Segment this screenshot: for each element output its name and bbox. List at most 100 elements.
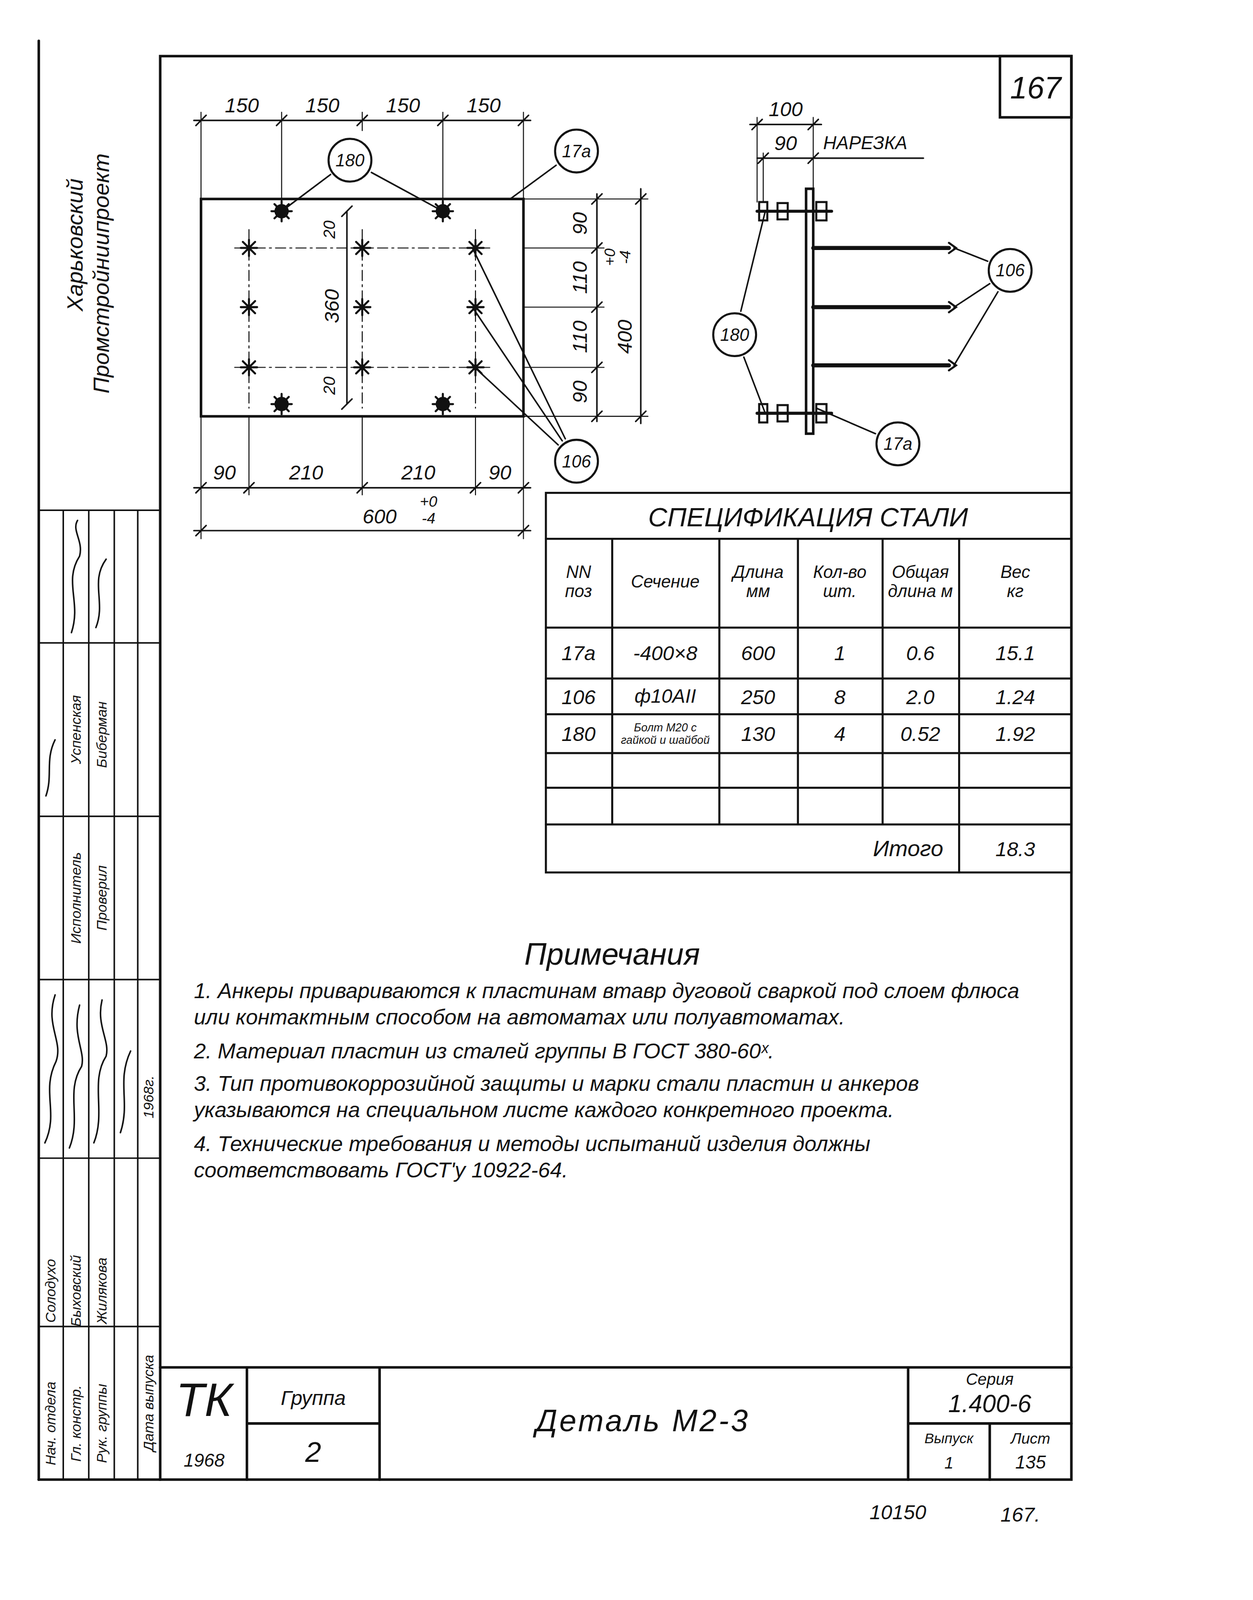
spec-table-grid (545, 492, 1072, 873)
side-view (749, 119, 821, 130)
callout-circle: 17а (875, 421, 921, 467)
spec-table-grid (545, 538, 1072, 873)
note-text: 3. Тип противокоррозийной защиты и марки… (194, 1069, 1052, 1124)
stamp-text: Проверил (93, 864, 110, 931)
title-block-text: 1968 (183, 1450, 225, 1471)
callout-number: 106 (561, 452, 592, 470)
dimension-text: 90 (488, 461, 512, 484)
leader-line (510, 165, 557, 199)
dimension-text: 210 (401, 461, 436, 484)
side-view (749, 117, 956, 434)
stamp-text: Рук. группы (93, 1383, 110, 1463)
plan-view (194, 482, 531, 493)
dimension-text: 150 (224, 93, 259, 117)
note-text: 4. Технические требования и методы испыт… (194, 1130, 1052, 1184)
dimension-text: +0 (601, 248, 619, 267)
leader-line (281, 165, 998, 445)
dimension-text: 400 (613, 319, 636, 354)
callout-number: 180 (720, 325, 750, 344)
anchor-bar (813, 248, 950, 366)
title-block-text: 1 (944, 1453, 954, 1472)
title-block-grid (160, 1366, 1072, 1480)
table-cell: 0.6 (906, 641, 935, 665)
table-cell: 600 (741, 641, 776, 665)
callout-number: 106 (995, 261, 1026, 280)
table-cell: 130 (741, 722, 776, 745)
dimension-text: 100 (768, 97, 803, 121)
title-block-text: Серия (965, 1370, 1014, 1389)
dimension-text: 20 (320, 376, 339, 395)
title-block-text: Выпуск (924, 1430, 974, 1447)
title-block-text: Группа (280, 1386, 346, 1409)
callout-circle: 17а (553, 128, 599, 174)
dimension-text: 20 (320, 220, 339, 239)
callout-circle: 180 (712, 312, 757, 357)
bolt-symbol (816, 403, 827, 422)
bolt-symbol (756, 211, 832, 414)
table-cell: Общая длина м (884, 563, 956, 602)
side-view (756, 152, 924, 163)
table-cell: 0.52 (900, 722, 940, 745)
dimension-text: 90 (568, 380, 591, 403)
plan-view (194, 525, 531, 536)
signature (45, 739, 55, 796)
table-cell: Длина мм (722, 563, 794, 602)
callout-circle: 106 (987, 248, 1033, 293)
dimension-text: 90 (213, 461, 237, 484)
sheet-frame (999, 55, 1071, 118)
table-cell: 1 (833, 641, 846, 665)
table-cell: 1.92 (995, 722, 1036, 745)
callout-circle: 106 (553, 438, 599, 484)
archive-number: 10150 (869, 1500, 927, 1524)
bolt-symbol (816, 202, 827, 221)
plan-view (194, 115, 531, 126)
anchor-symbol (240, 298, 484, 315)
callout-number: 17а (561, 142, 592, 160)
stamp-text: Нач. отдела (43, 1381, 59, 1465)
table-cell: 15.1 (995, 641, 1036, 665)
drawing-title: Деталь М2-3 (535, 1403, 750, 1437)
title-block-text: Лист (1010, 1429, 1050, 1447)
stamp-grid (38, 509, 161, 1480)
table-cell: 17а (561, 641, 596, 665)
side-view (756, 117, 813, 202)
signature (44, 994, 58, 1143)
stamp-text: Успенская (68, 694, 85, 765)
spec-table-grid (545, 492, 1072, 873)
plan-view (591, 194, 602, 422)
leader-line (816, 408, 876, 434)
signature (71, 520, 81, 633)
stamp-text: Гл. констр. (68, 1384, 85, 1462)
signature (120, 1050, 131, 1133)
title-block-text: ТК (175, 1373, 233, 1426)
bolt-symbol (777, 203, 788, 220)
stamp-text: Быховский (68, 1254, 85, 1327)
table-cell: 250 (741, 685, 776, 708)
note-text: 1. Анкеры привариваются к пластинам втав… (194, 977, 1052, 1031)
table-cell: -400×8 (633, 641, 698, 665)
dimension-text: 600 (362, 505, 397, 528)
dimension-text: 110 (568, 261, 591, 294)
stamp-grid (38, 509, 161, 1480)
dimension-text: -4 (421, 509, 436, 527)
note-text: 2. Материал пластин из сталей группы В Г… (194, 1037, 1052, 1065)
title-block-text: 135 (1015, 1452, 1046, 1473)
table-cell: 106 (561, 685, 596, 708)
title-block-text: 2 (305, 1436, 322, 1469)
sheet-frame (38, 1477, 161, 1480)
dimension-text: -4 (616, 250, 634, 264)
org-name: Харьковский (63, 178, 88, 312)
dimension-text: 90 (774, 131, 798, 154)
table-title: СПЕЦИФИКАЦИЯ СТАЛИ (648, 502, 968, 532)
signature (69, 1004, 83, 1148)
archive-number: 167. (1000, 1502, 1041, 1525)
table-cell: 1.24 (995, 685, 1036, 708)
callout-circle: 180 (327, 137, 373, 183)
bolt-symbol (756, 202, 832, 423)
dimension-text: 90 (568, 212, 591, 235)
leader-line (472, 248, 566, 445)
table-cell: 8 (833, 685, 846, 708)
stamp-text: Биберман (93, 701, 110, 768)
plan-view (234, 229, 490, 409)
